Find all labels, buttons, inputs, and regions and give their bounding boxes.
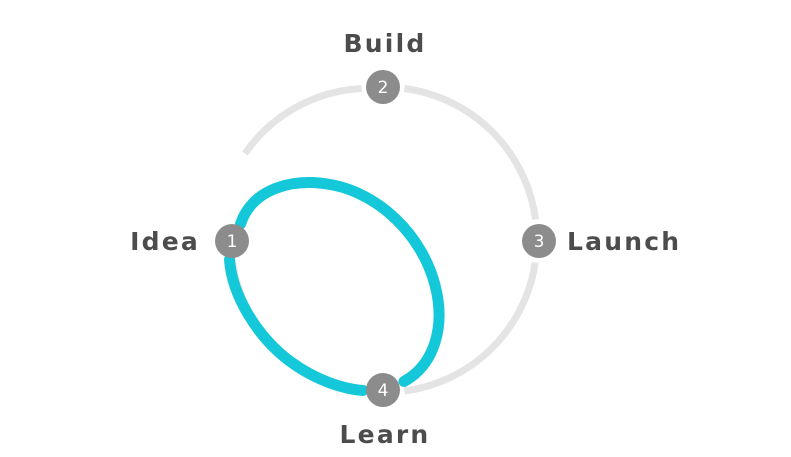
node-3-group[interactable]: 3 (522, 224, 556, 258)
stage-label-build: Build (344, 29, 427, 58)
stage-label-launch: Launch (567, 227, 681, 256)
stage-label-idea: Idea (130, 227, 200, 256)
stage-label-learn: Learn (340, 420, 431, 449)
feedback-loop-lower-arc (224, 254, 369, 396)
node-2-group[interactable]: 2 (366, 70, 400, 104)
feedback-loop-group (224, 177, 445, 396)
node-2-circle[interactable] (366, 70, 400, 104)
feedback-loop-upper-arc (235, 177, 445, 387)
node-1-number: 1 (227, 232, 238, 252)
node-4-circle[interactable] (366, 373, 400, 407)
ring-arc-2-to-3 (403, 85, 539, 220)
ring-arc-3-to-4 (403, 261, 539, 395)
ring-arc-1-to-2 (242, 85, 362, 156)
node-3-number: 3 (534, 232, 545, 252)
node-4-number: 4 (378, 381, 389, 401)
node-1-group[interactable]: 1 (215, 224, 249, 258)
node-2-number: 2 (378, 78, 389, 98)
node-1-circle[interactable] (215, 224, 249, 258)
node-4-group[interactable]: 4 (366, 373, 400, 407)
node-3-circle[interactable] (522, 224, 556, 258)
